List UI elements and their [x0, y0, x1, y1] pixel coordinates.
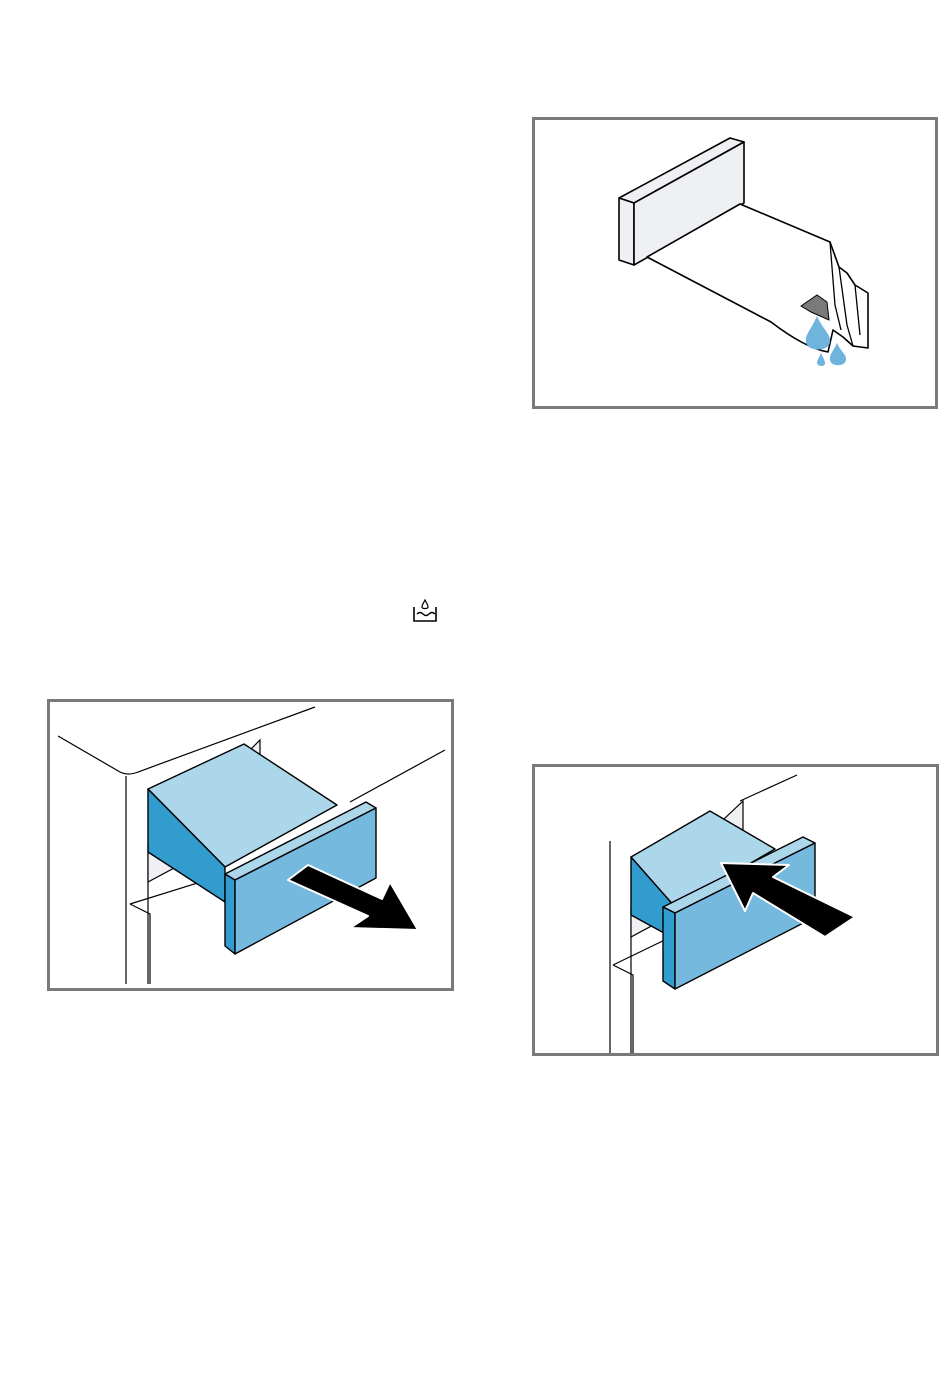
detergent-tray-icon — [411, 598, 439, 624]
housing-front — [619, 198, 634, 265]
figure-drawer-pull-out — [47, 699, 454, 991]
water-drop-small — [817, 353, 825, 366]
drawer-dripping-illustration — [535, 120, 935, 406]
figure-drawer-dripping — [532, 117, 938, 409]
machine-door-edge — [613, 965, 633, 1053]
figure-drawer-push-in — [532, 764, 939, 1056]
drawer-front-edge — [225, 874, 235, 954]
drawer-pull-illustration — [50, 702, 451, 988]
machine-top-edge — [58, 707, 315, 774]
machine-side-edge — [350, 750, 445, 802]
drawer-front-edge — [663, 907, 675, 989]
machine-door-edge — [130, 904, 150, 984]
drawer-push-illustration — [535, 767, 936, 1053]
water-drop-medium — [830, 343, 846, 365]
machine-top-edge — [740, 775, 797, 801]
